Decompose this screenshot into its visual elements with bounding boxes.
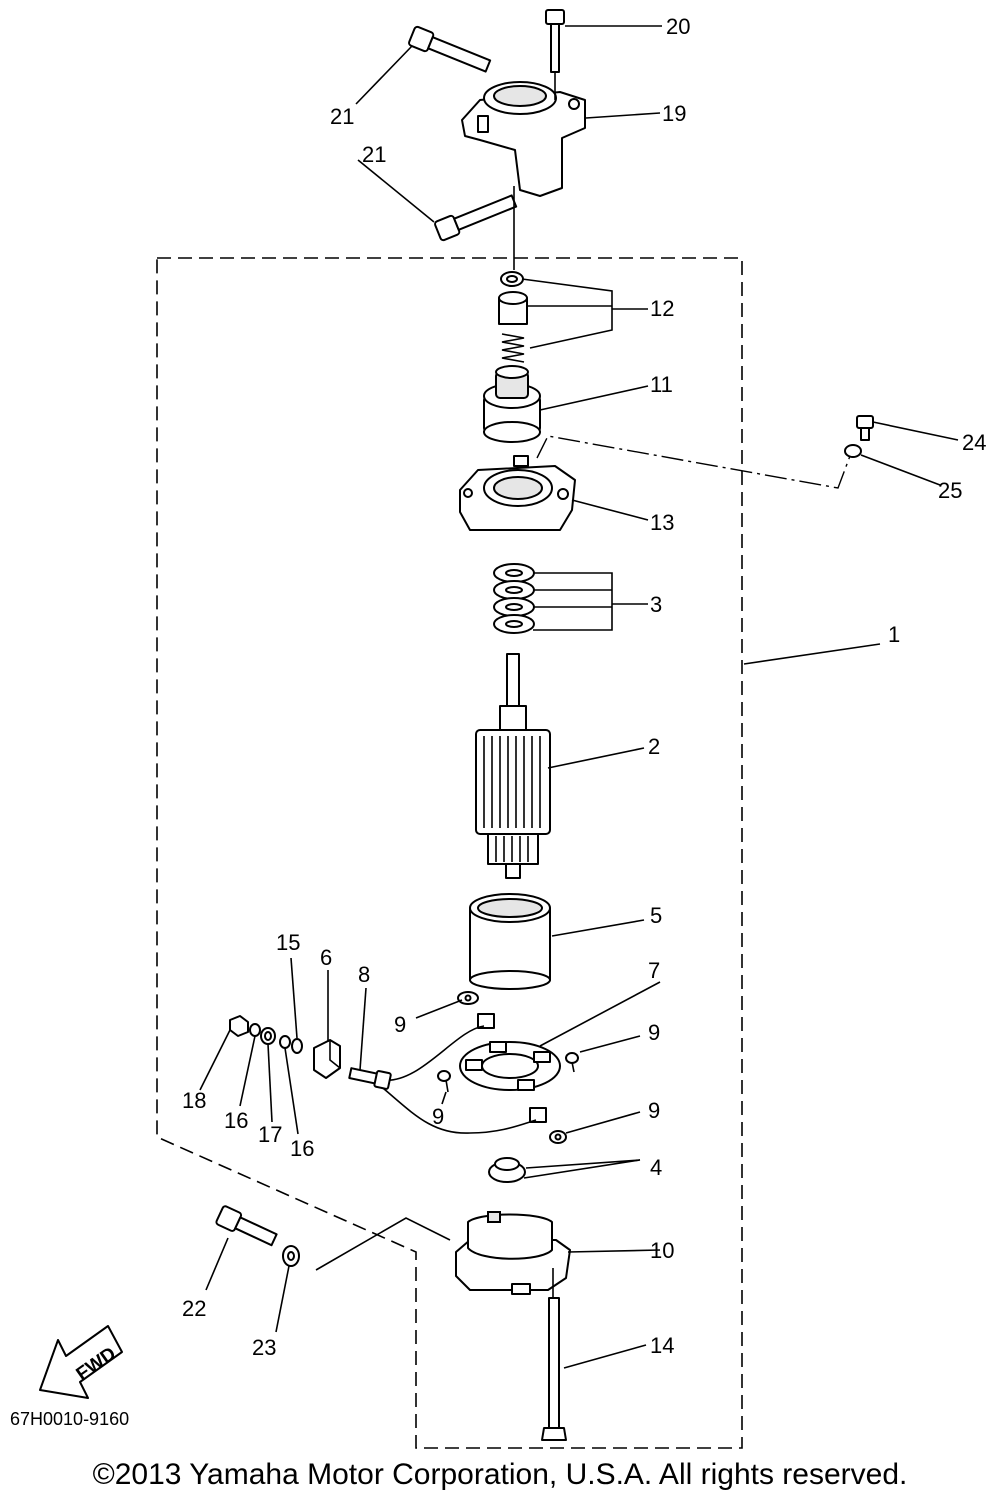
part-24-bolt[interactable]: [856, 415, 874, 441]
label-5: 5: [650, 903, 662, 928]
label-22: 22: [182, 1296, 206, 1321]
part-15-washer[interactable]: [291, 1038, 303, 1054]
label-2: 2: [648, 734, 660, 759]
part-2-armature[interactable]: [475, 653, 551, 879]
label-9d: 9: [648, 1098, 660, 1123]
part-9-terminal-c[interactable]: [437, 1070, 451, 1093]
part-16-washer-left[interactable]: [249, 1023, 261, 1037]
label-20: 20: [666, 14, 690, 39]
fwd-arrow: FWD: [39, 1325, 123, 1399]
drawing-code: 67H0010-9160: [10, 1409, 130, 1429]
label-21a: 21: [330, 104, 354, 129]
part-6-insulator[interactable]: [313, 1039, 341, 1079]
label-17: 17: [258, 1122, 282, 1147]
label-16a: 16: [224, 1108, 248, 1133]
label-6: 6: [320, 945, 332, 970]
brush-upper[interactable]: [477, 1013, 495, 1029]
label-9c: 9: [432, 1104, 444, 1129]
label-3: 3: [650, 592, 662, 617]
label-9a: 9: [394, 1012, 406, 1037]
label-19: 19: [662, 101, 686, 126]
assembly-outline: [156, 257, 743, 1449]
alignment-line-24-25: [536, 435, 851, 489]
label-14: 14: [650, 1333, 674, 1358]
label-10: 10: [650, 1238, 674, 1263]
label-25: 25: [938, 478, 962, 503]
part-14-through-bolt[interactable]: [541, 1297, 567, 1441]
part-labels: 1 2 3 4 5 6 7 8 9 9 9 9 10 11 12 13 14 1…: [182, 14, 986, 1360]
leader-lines: [199, 25, 959, 1369]
part-12-spring[interactable]: [501, 333, 525, 363]
part-23-washer[interactable]: [282, 1245, 300, 1267]
part-12-sleeve[interactable]: [498, 291, 528, 325]
brush-lower[interactable]: [529, 1107, 547, 1123]
part-19-bracket[interactable]: [461, 81, 586, 197]
part-22-bolt[interactable]: [215, 1205, 278, 1248]
label-9b: 9: [648, 1020, 660, 1045]
part-11-pinion-gear[interactable]: [483, 365, 541, 443]
label-4: 4: [650, 1155, 662, 1180]
part-20-bolt[interactable]: [545, 9, 565, 73]
label-15: 15: [276, 930, 300, 955]
label-16b: 16: [290, 1136, 314, 1161]
part-18-nut[interactable]: [229, 1015, 249, 1037]
label-1: 1: [888, 622, 900, 647]
label-23: 23: [252, 1335, 276, 1360]
part-9-terminal-b[interactable]: [565, 1052, 579, 1073]
part-9-terminal-a[interactable]: [457, 991, 479, 1005]
label-21b: 21: [362, 142, 386, 167]
part-5-yoke[interactable]: [469, 893, 551, 990]
part-4-washer[interactable]: [488, 1157, 526, 1183]
part-16-washer-right[interactable]: [279, 1035, 291, 1049]
part-12-washer[interactable]: [500, 271, 524, 287]
part-21-bolt-lower[interactable]: [434, 192, 518, 242]
brush-lead-wires: [377, 1025, 537, 1134]
part-7-brush-holder[interactable]: [459, 1041, 561, 1091]
label-13: 13: [650, 510, 674, 535]
part-13-front-cover[interactable]: [459, 455, 576, 531]
alignment-line-22-23: [315, 1217, 451, 1271]
part-10-rear-cover[interactable]: [455, 1211, 571, 1295]
part-8-terminal-bolt[interactable]: [348, 1065, 392, 1090]
label-18: 18: [182, 1088, 206, 1113]
copyright-notice: ©2013 Yamaha Motor Corporation, U.S.A. A…: [92, 1458, 908, 1491]
label-7: 7: [648, 958, 660, 983]
label-12: 12: [650, 296, 674, 321]
label-24: 24: [962, 430, 986, 455]
label-11: 11: [650, 372, 673, 397]
part-9-terminal-d[interactable]: [549, 1130, 567, 1144]
part-3-washers[interactable]: [493, 563, 535, 634]
label-8: 8: [358, 962, 370, 987]
part-21-bolt-upper[interactable]: [408, 25, 492, 75]
part-25-washer[interactable]: [844, 444, 862, 458]
part-17-nut[interactable]: [260, 1027, 276, 1045]
